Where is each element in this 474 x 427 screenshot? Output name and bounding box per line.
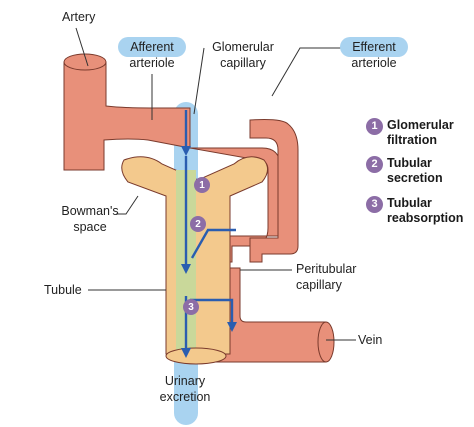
urinary-label-line2: excretion (159, 390, 211, 404)
afferent-label-line1: Afferent (130, 40, 174, 54)
legend-item-filtration: 1 Glomerular filtration (366, 118, 454, 148)
efferent-leader (271, 47, 352, 97)
bowmans-label-line2: space (73, 220, 107, 234)
diagram-badge-3: 3 (188, 302, 194, 313)
secretion-arrow (190, 228, 236, 259)
diagram-badge-2: 2 (195, 219, 201, 230)
diagram-badges (183, 177, 210, 315)
afferent-highlight (118, 37, 186, 57)
legend-badge-2: 2 (366, 156, 383, 173)
reabsorption-arrow (190, 298, 234, 326)
efferent-label-line2: arteriole (351, 56, 397, 70)
efferent-vessel (249, 119, 299, 263)
vein-opening (317, 321, 335, 363)
legend-badge-1: 1 (366, 118, 383, 135)
afferent-label-line2: arteriole (129, 56, 175, 70)
legend-item-3-line1: Tubular (387, 196, 432, 210)
tubule-label: Tubule (44, 283, 82, 297)
vein-label: Vein (358, 333, 383, 347)
artery-label: Artery (62, 10, 96, 24)
glomerular-capillary-label-line2: capillary (220, 56, 266, 70)
legend-badge-3: 3 (366, 196, 383, 213)
efferent-label-line1: Efferent (352, 40, 396, 54)
glomerular-cap-leader (193, 47, 205, 115)
legend-item-reabsorption: 3 Tubular reabsorption (366, 196, 463, 226)
peritubular-label-line1: Peritubular (296, 262, 357, 276)
legend-item-1-line2: filtration (387, 133, 437, 147)
bowmans-label-line1: Bowman's (61, 204, 119, 218)
artery-vessel (63, 61, 191, 171)
glomerular-capillary-label-line1: Glomerular (212, 40, 274, 54)
artery-leader (75, 27, 89, 67)
diagram-badge-1: 1 (199, 180, 205, 191)
efferent-highlight (340, 37, 408, 57)
bowmans-leader (116, 195, 139, 215)
legend-item-2-line2: secretion (387, 171, 443, 185)
peritubular-label-line2: capillary (296, 278, 342, 292)
legend-item-2-line1: Tubular (387, 156, 432, 170)
legend-item-1-line1: Glomerular (387, 118, 454, 132)
tubule-opening (165, 347, 227, 365)
legend-item-secretion: 2 Tubular secretion (366, 156, 443, 186)
urinary-label-line1: Urinary (164, 374, 206, 388)
artery-opening (63, 53, 107, 71)
legend-item-3-line2: reabsorption (387, 211, 464, 225)
